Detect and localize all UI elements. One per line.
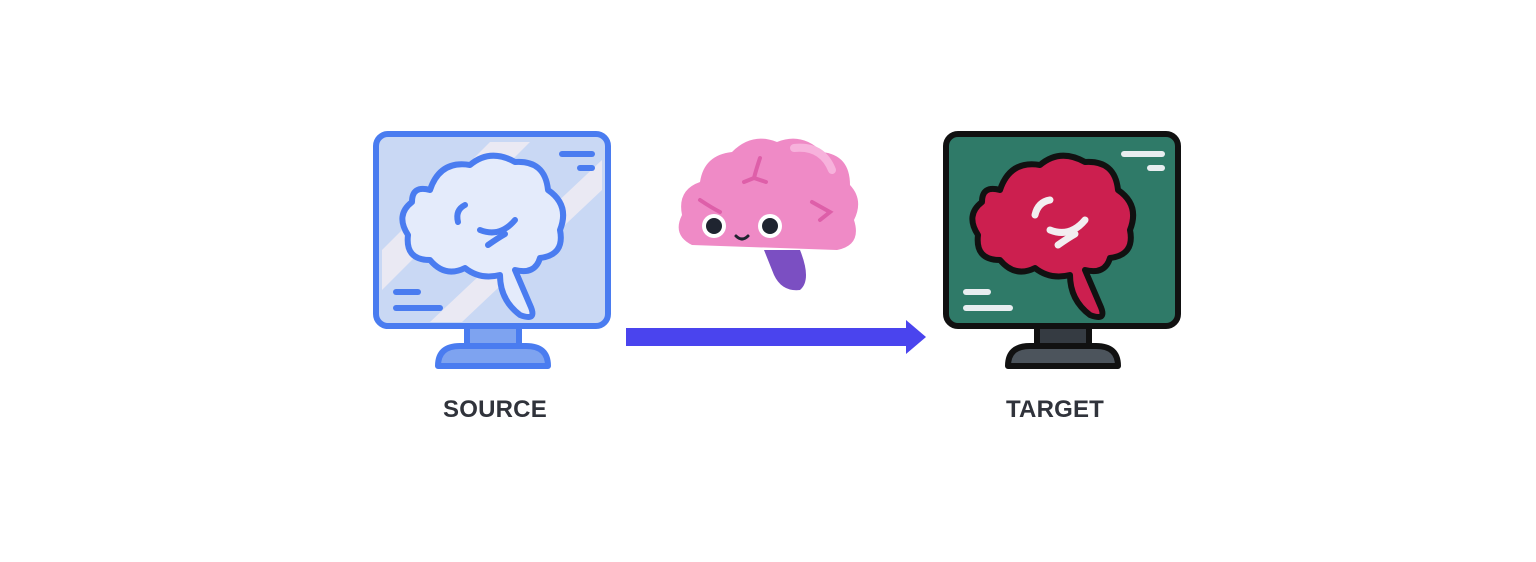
source-monitor-brain-icon — [373, 131, 611, 369]
cute-brain-mascot-icon — [678, 138, 859, 291]
target-monitor — [940, 130, 1185, 375]
target-label: TARGET — [1005, 396, 1105, 423]
flow-arrow — [626, 318, 928, 358]
source-monitor — [370, 130, 615, 375]
source-label: SOURCE — [443, 396, 547, 423]
arrow-right-icon — [626, 320, 926, 354]
brain-mascot — [672, 130, 862, 295]
target-monitor-brain-icon — [943, 131, 1181, 369]
